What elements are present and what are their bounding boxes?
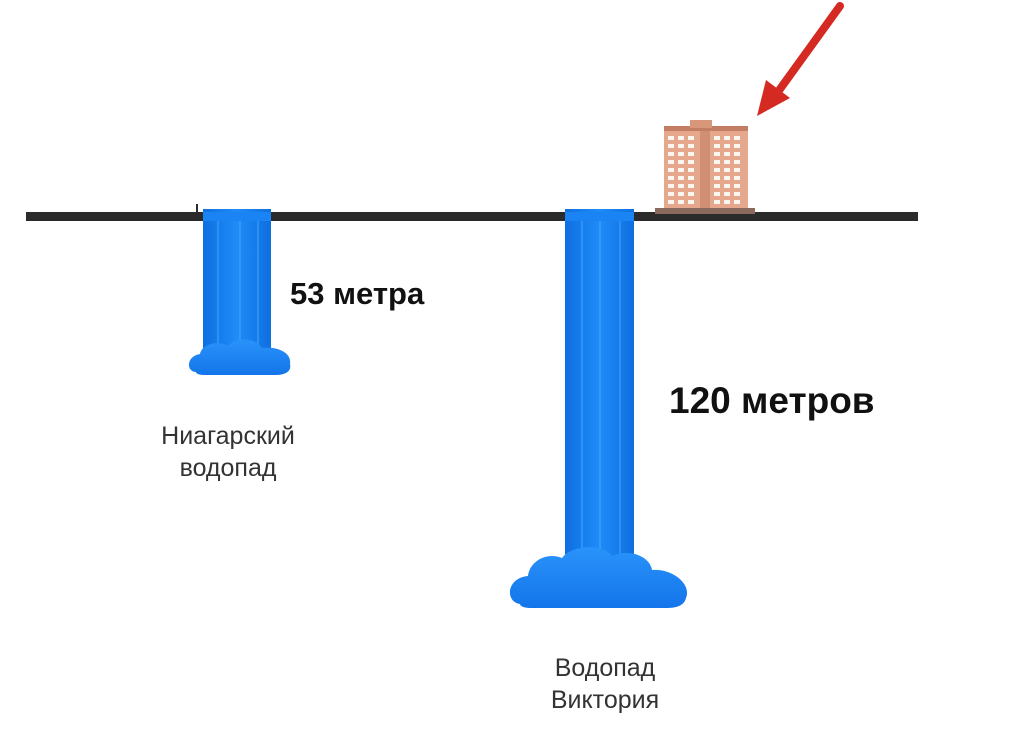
building-window [724, 144, 730, 148]
building-window [714, 152, 720, 156]
building-window [734, 160, 740, 164]
building-window [714, 176, 720, 180]
building-window [668, 192, 674, 196]
building-window [668, 176, 674, 180]
building-window [734, 152, 740, 156]
building-window [678, 200, 684, 204]
building-window [724, 160, 730, 164]
victoria-height-label: 120 метров [669, 380, 875, 421]
building-window [668, 136, 674, 140]
building-window [678, 184, 684, 188]
building-window [714, 136, 720, 140]
building-window [724, 184, 730, 188]
building-window [688, 144, 694, 148]
building-window [724, 136, 730, 140]
building-window [678, 152, 684, 156]
building-window [734, 200, 740, 204]
building-window [678, 144, 684, 148]
building-window [734, 144, 740, 148]
building-window [688, 152, 694, 156]
building-window [668, 184, 674, 188]
building-window [678, 136, 684, 140]
apartment-building-icon [655, 120, 755, 214]
building-window [724, 192, 730, 196]
building-window [668, 200, 674, 204]
building-window [688, 176, 694, 180]
building-window [714, 168, 720, 172]
building-window [678, 192, 684, 196]
building-window [734, 136, 740, 140]
building-window [734, 192, 740, 196]
building-window [688, 200, 694, 204]
building-window [734, 168, 740, 172]
victoria-name-line1: Водопад [554, 654, 656, 682]
building-window [724, 200, 730, 204]
building-window [714, 200, 720, 204]
building-window [668, 144, 674, 148]
building-window [714, 192, 720, 196]
niagara-name-line1: Ниагарский [161, 422, 295, 450]
building-window [688, 168, 694, 172]
niagara-name-line2: водопад [179, 454, 277, 482]
building-window [688, 136, 694, 140]
victoria-splash-pool [509, 547, 688, 608]
victoria-waterfall [509, 209, 688, 608]
building-window [688, 192, 694, 196]
building-window [668, 160, 674, 164]
niagara-waterfall [188, 209, 291, 375]
victoria-name-line2: Виктория [550, 686, 660, 714]
building-window [734, 176, 740, 180]
niagara-name-label: Ниагарский водопад [143, 420, 313, 484]
building-window [714, 184, 720, 188]
building-window [678, 160, 684, 164]
building-window [724, 152, 730, 156]
building-window [668, 168, 674, 172]
building-window [714, 160, 720, 164]
niagara-height-label: 53 метра [290, 276, 425, 311]
building-window [734, 184, 740, 188]
building-window [688, 160, 694, 164]
building-window [678, 176, 684, 180]
building-window [668, 152, 674, 156]
pointer-arrow-icon [757, 2, 844, 116]
building-window [688, 184, 694, 188]
victoria-name-label: Водопад Виктория [530, 652, 680, 716]
building-window [678, 168, 684, 172]
building-window [724, 176, 730, 180]
niagara-water-column [203, 209, 271, 355]
building-window [714, 144, 720, 148]
ground-line [26, 212, 918, 221]
building-window [724, 168, 730, 172]
niagara-splash-pool [188, 339, 291, 375]
